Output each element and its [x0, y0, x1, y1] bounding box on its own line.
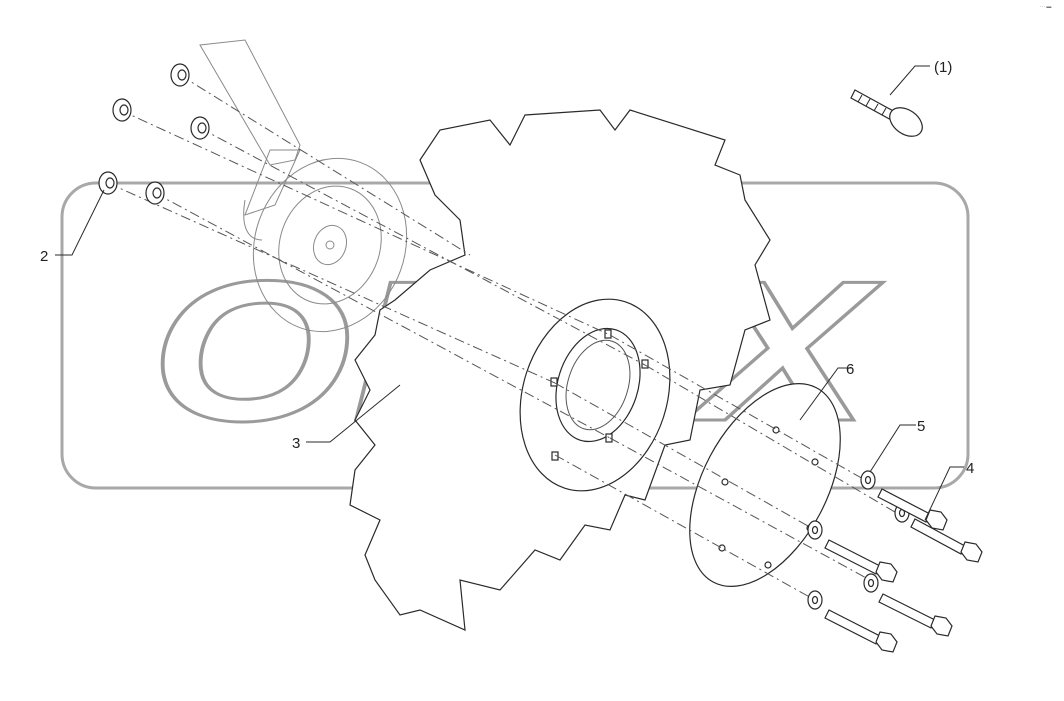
nut	[190, 116, 210, 140]
hex-bolt	[824, 539, 898, 583]
nut	[170, 63, 190, 87]
leader-lines	[55, 65, 964, 521]
assembly-axes	[107, 74, 901, 601]
nuts	[98, 63, 210, 205]
washer	[807, 520, 823, 540]
washer	[863, 573, 879, 593]
clamp-plate	[689, 383, 841, 587]
callout-2: 2	[40, 248, 48, 265]
corner-mark: ··· ▬	[1040, 4, 1051, 10]
washer	[860, 470, 876, 490]
callout-1: (1)	[934, 59, 952, 76]
callout-6: 6	[846, 361, 854, 378]
toothed-disc	[349, 109, 771, 631]
hex-bolt	[910, 518, 983, 563]
hex-bolt	[877, 488, 948, 531]
hex-bolt	[824, 609, 898, 653]
callouts: (1) 2 3 4 5 6	[40, 59, 974, 477]
carriage-bolt	[850, 89, 923, 137]
washer	[807, 590, 823, 610]
callout-3: 3	[292, 435, 300, 452]
hub-assembly	[199, 39, 408, 333]
callout-4: 4	[966, 460, 974, 477]
nut	[98, 171, 118, 195]
hex-bolt	[878, 593, 953, 637]
hex-bolts	[824, 488, 983, 653]
nut	[145, 181, 165, 205]
nut	[112, 98, 132, 122]
callout-5: 5	[917, 418, 925, 435]
